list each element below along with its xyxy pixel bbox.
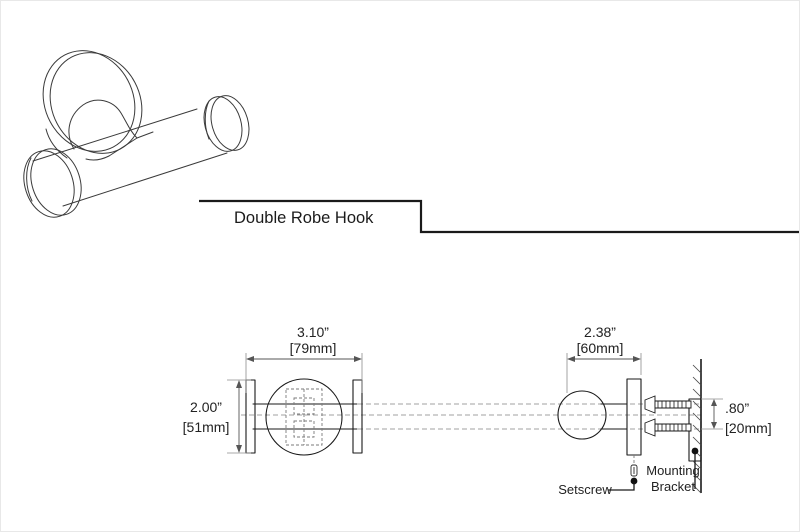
- front-flange-circle: [265, 378, 343, 456]
- callout-mounting-bracket-line1: Mounting: [646, 463, 699, 478]
- front-right-knob: [352, 379, 363, 454]
- callout-setscrew: Setscrew: [558, 482, 635, 497]
- projection-center-lines: [241, 403, 701, 430]
- screw-upper: [644, 395, 692, 414]
- dimension-width-inches: 3.10”: [297, 324, 329, 340]
- dimension-width: 3.10” [79mm]: [245, 324, 363, 393]
- side-section-view: [557, 359, 702, 494]
- dimension-height-inches: 2.00”: [190, 399, 222, 415]
- callout-setscrew-label: Setscrew: [558, 482, 612, 497]
- page-title: Double Robe Hook: [234, 209, 374, 227]
- dimension-projection-mm: [60mm]: [577, 340, 624, 356]
- dimension-projection-inches: 2.38”: [584, 324, 616, 340]
- iso-right-knob: [203, 95, 250, 152]
- wall-section: [692, 359, 702, 494]
- dimension-bracket-mm: [20mm]: [725, 420, 772, 436]
- dimension-height: 2.00” [51mm]: [183, 379, 251, 454]
- dimension-width-mm: [79mm]: [290, 340, 337, 356]
- isometric-product-view: [23, 50, 250, 218]
- dimension-projection: 2.38” [60mm]: [566, 324, 642, 393]
- side-flange-plate: [626, 378, 642, 456]
- iso-hook-curve: [68, 99, 138, 161]
- front-elevation-view: [245, 378, 363, 456]
- dimension-height-mm: [51mm]: [183, 419, 230, 435]
- iso-hook-bar: [32, 108, 228, 207]
- side-knob-ball: [557, 390, 607, 440]
- callout-mounting-bracket: Mounting Bracket: [646, 447, 700, 494]
- dimension-bracket-inches: .80”: [725, 400, 749, 416]
- front-hidden-detail: [285, 388, 323, 446]
- callout-mounting-bracket-line2: Bracket: [651, 479, 695, 494]
- title-rule: [199, 199, 799, 234]
- setscrew-glyph: [630, 455, 638, 485]
- front-hook-bar: [252, 403, 358, 430]
- iso-left-knob: [23, 148, 82, 218]
- side-shaft: [600, 403, 628, 430]
- screw-lower: [644, 418, 692, 437]
- front-left-knob: [245, 379, 256, 454]
- dimension-bracket-height: .80” [20mm]: [701, 398, 772, 436]
